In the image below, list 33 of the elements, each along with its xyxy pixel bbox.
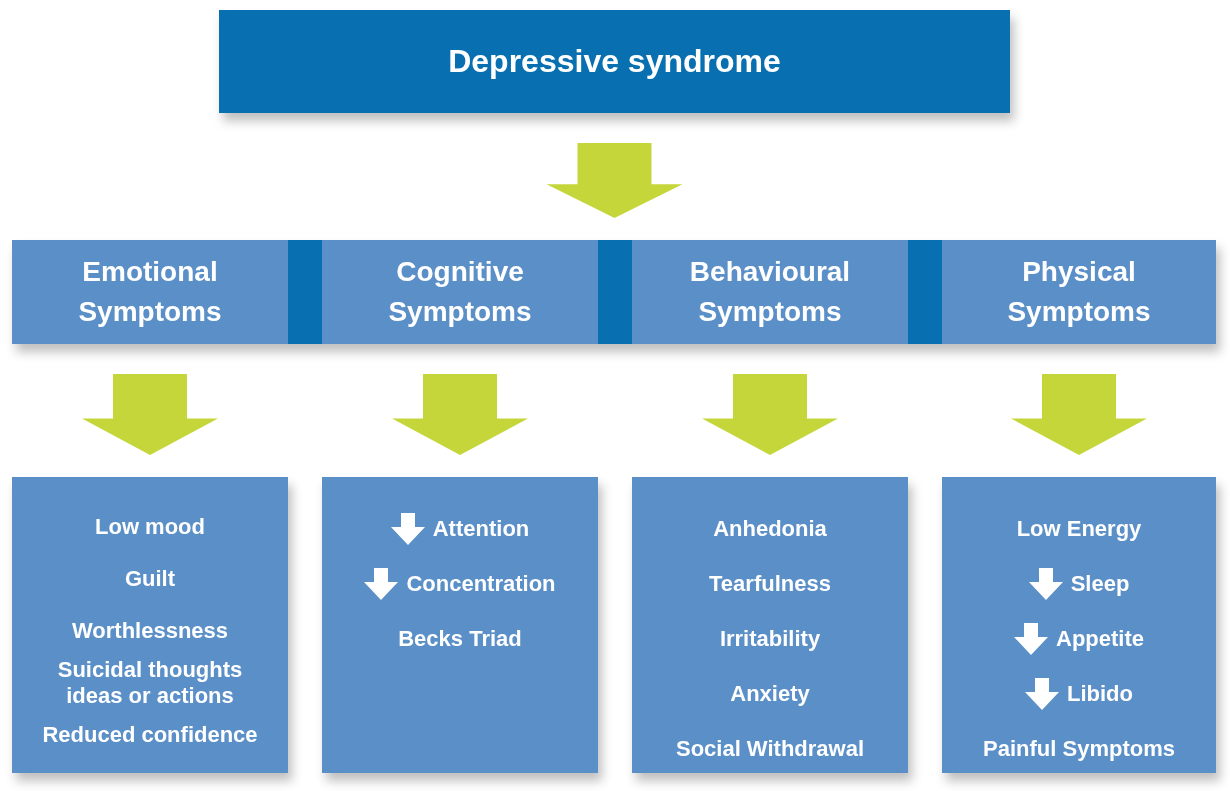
symptom-text: Tearfulness [709,570,831,597]
symptom-text: Suicidal thoughts ideas or actions [56,657,244,709]
symptom-text: Reduced confidence [42,722,258,748]
category-box: Emotional Symptoms [12,240,288,344]
category-box: Physical Symptoms [942,240,1216,344]
symptom-text: Sleep [1070,570,1130,597]
category-box: Cognitive Symptoms [322,240,598,344]
symptom-text: Concentration [406,570,556,597]
symptom-text: Attention [432,515,530,542]
down-arrow [1011,374,1147,455]
symptom-text: Libido [1067,680,1133,707]
symptom-text: Becks Triad [398,625,522,652]
down-arrow [702,374,838,455]
symptom-text: Social Withdrawal [675,735,865,762]
symptom-text: Painful Symptoms [983,735,1175,762]
symptom-text: Appetite [1056,625,1144,652]
category-box: Behavioural Symptoms [632,240,908,344]
title-box: Depressive syndrome [219,10,1010,113]
down-arrow [546,143,683,218]
symptom-text: Low Energy [1016,515,1142,542]
symptom-list-box [942,477,1216,773]
symptom-text: Irritability [719,625,821,652]
symptom-text: Worthlessness [71,618,229,644]
symptom-list-box [322,477,598,773]
symptom-list-box [12,477,288,773]
symptom-text: Anxiety [730,680,810,707]
symptom-text: Low mood [95,514,205,540]
category-band [12,240,1216,344]
down-arrow [392,374,528,455]
symptom-list-box [632,477,908,773]
symptom-text: Anhedonia [713,515,827,542]
symptom-text: Guilt [124,566,176,592]
down-arrow [82,374,218,455]
